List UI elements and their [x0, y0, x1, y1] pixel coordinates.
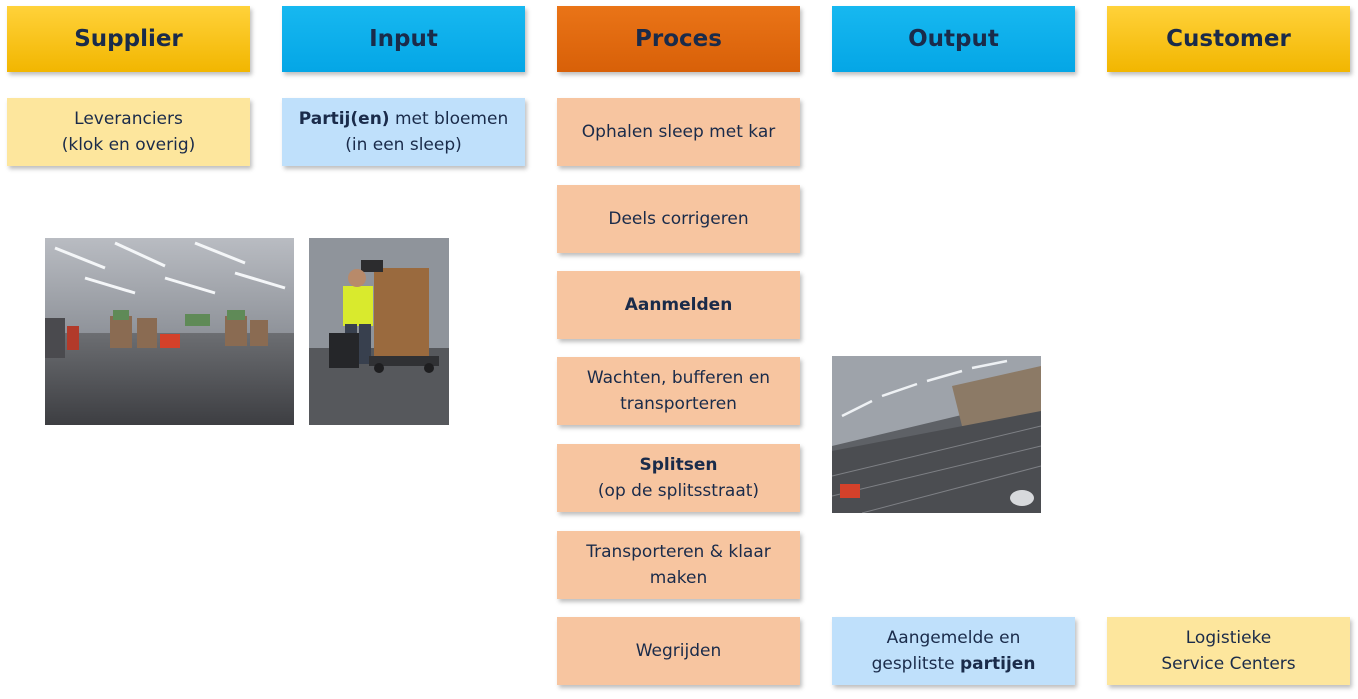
header-proces: Proces: [557, 6, 800, 72]
process-step-5-line2: (op de splitsstraat): [597, 481, 760, 501]
process-step-7: Wegrijden: [557, 617, 800, 685]
warehouse-hall-photo: [45, 238, 294, 425]
supplier-card-line1: Leveranciers: [74, 109, 183, 129]
header-output-label: Output: [908, 26, 999, 52]
output-card-line2: gesplitste partijen: [872, 651, 1036, 677]
process-step-3: Aanmelden: [557, 271, 800, 339]
header-input-label: Input: [369, 26, 438, 52]
worker-cart-image: [309, 238, 449, 425]
process-step-4-line1: Wachten, bufferen en: [586, 368, 771, 388]
input-card-line1: Partij(en) met bloemen: [299, 106, 508, 132]
input-card-bold: Partij(en): [298, 109, 390, 129]
process-step-2: Deels corrigeren: [557, 185, 800, 253]
process-step-4-line2: transporteren: [620, 394, 737, 414]
process-step-5: Splitsen (op de splitsstraat): [557, 444, 800, 512]
output-card-plain: gesplitste: [871, 654, 960, 674]
process-step-4: Wachten, bufferen en transporteren: [557, 357, 800, 425]
process-step-7-label: Wegrijden: [635, 641, 722, 661]
header-supplier-label: Supplier: [74, 26, 183, 52]
header-input: Input: [282, 6, 525, 72]
input-card: Partij(en) met bloemen (in een sleep): [282, 98, 525, 166]
header-output: Output: [832, 6, 1075, 72]
supplier-card-line2: (klok en overig): [61, 135, 196, 155]
process-step-3-label: Aanmelden: [624, 295, 733, 315]
header-customer: Customer: [1107, 6, 1350, 72]
worker-cart-photo: [309, 238, 449, 425]
customer-card: Logistieke Service Centers: [1107, 617, 1350, 685]
process-step-6: Transporteren & klaar maken: [557, 531, 800, 599]
warehouse-hall-image: [45, 238, 294, 425]
process-step-5-line1: Splitsen: [639, 455, 718, 475]
process-step-1-label: Ophalen sleep met kar: [581, 122, 776, 142]
process-step-1: Ophalen sleep met kar: [557, 98, 800, 166]
customer-card-line1: Logistieke: [1185, 628, 1272, 648]
input-card-rest: met bloemen: [389, 109, 509, 129]
header-customer-label: Customer: [1166, 26, 1291, 52]
input-card-line2: (in een sleep): [345, 135, 462, 155]
long-aisle-image: [832, 356, 1041, 513]
output-card-line1: Aangemelde en: [886, 628, 1021, 648]
output-card-bold: partijen: [959, 654, 1036, 674]
output-card: Aangemelde en gesplitste partijen: [832, 617, 1075, 685]
header-supplier: Supplier: [7, 6, 250, 72]
header-proces-label: Proces: [635, 26, 722, 52]
process-step-6-line2: maken: [649, 568, 708, 588]
long-aisle-photo: [832, 356, 1041, 513]
customer-card-line2: Service Centers: [1161, 654, 1296, 674]
process-step-2-label: Deels corrigeren: [608, 209, 749, 229]
supplier-card: Leveranciers (klok en overig): [7, 98, 250, 166]
process-step-6-line1: Transporteren & klaar: [586, 542, 771, 562]
